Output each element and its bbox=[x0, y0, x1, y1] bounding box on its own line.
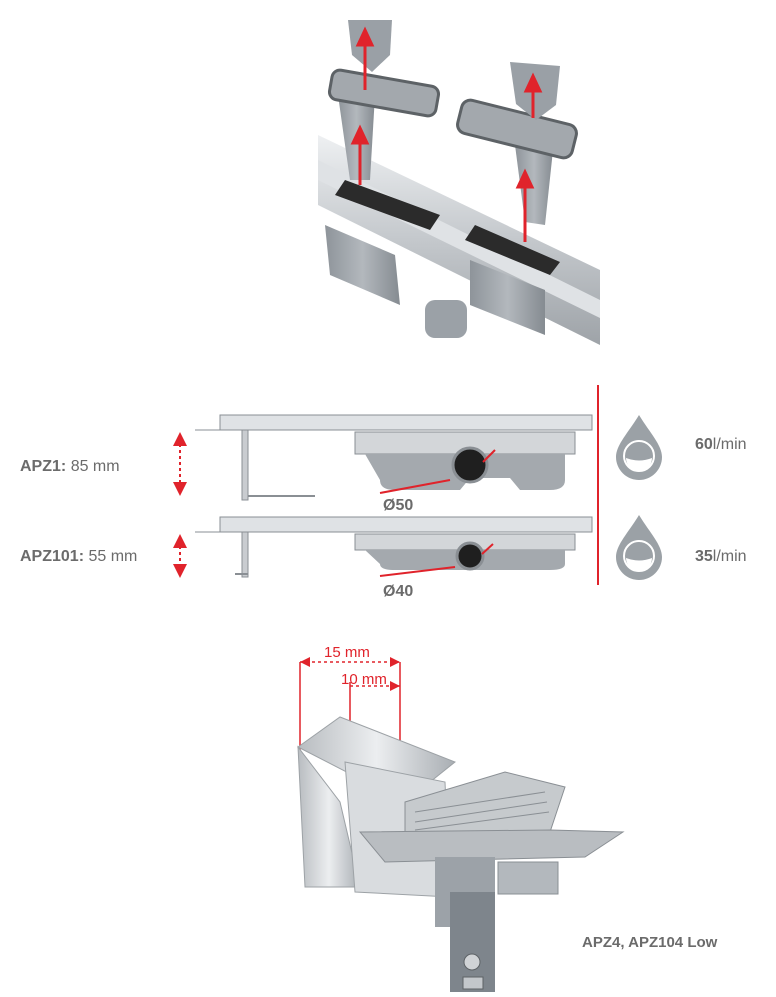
diameter-label-apz101: Ø40 bbox=[383, 583, 414, 600]
variant-label-apz101: APZ101: 55 mm bbox=[20, 548, 138, 565]
low-profile-drain-illustration bbox=[297, 657, 625, 992]
double-arrow-icon bbox=[173, 534, 187, 578]
drop-icon bbox=[616, 415, 662, 480]
up-arrow-icon bbox=[350, 26, 543, 242]
variant-label-apz1: APZ1: 85 mm bbox=[20, 458, 120, 475]
product-caption: APZ4, APZ104 Low bbox=[582, 934, 718, 951]
drop-icon bbox=[616, 515, 662, 580]
flow-rate-apz101: 35l/min bbox=[695, 548, 747, 565]
drain-profile-apz101 bbox=[195, 516, 593, 578]
flow-rate-apz1: 60l/min bbox=[695, 436, 747, 453]
double-arrow-icon bbox=[173, 432, 187, 496]
siphon-insert-illustration bbox=[318, 20, 600, 345]
dimension-inner: 10 mm bbox=[341, 671, 387, 688]
dimension-outer: 15 mm bbox=[324, 644, 370, 661]
diameter-label-apz1: Ø50 bbox=[383, 497, 414, 514]
divider bbox=[597, 385, 599, 585]
drain-profile-apz1 bbox=[195, 414, 593, 501]
